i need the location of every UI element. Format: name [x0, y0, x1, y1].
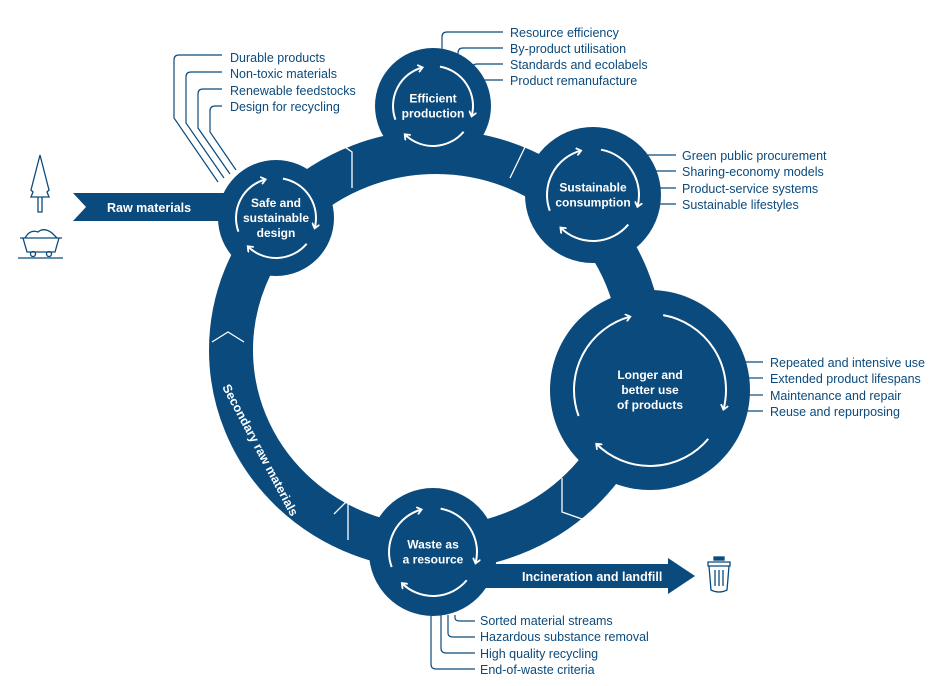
raw-materials-label: Raw materials	[107, 201, 191, 215]
node-item-label: Sorted material streams	[480, 614, 613, 628]
node-item-label: End-of-waste criteria	[480, 663, 595, 677]
node-item-label: Green public procurement	[682, 149, 827, 163]
cycle-arrow-icon	[573, 317, 630, 417]
cycle-arrow-icon	[282, 177, 316, 229]
node-item-label: Maintenance and repair	[770, 389, 901, 403]
node-title-line: consumption	[555, 196, 630, 210]
raw-materials-arrow: Raw materials	[73, 193, 232, 221]
node-item-label: Repeated and intensive use	[770, 356, 925, 370]
cycle-arrow-icon	[405, 131, 465, 147]
mine-cart-icon	[18, 229, 63, 259]
cycle-arrow-icon	[440, 507, 477, 564]
node-waste: Waste asa resource	[369, 488, 497, 616]
node-item-label: Durable products	[230, 51, 325, 65]
cycle-arrow-icon	[248, 243, 308, 259]
node-item-label: Design for recycling	[230, 100, 340, 114]
cycle-arrow-icon	[388, 509, 422, 568]
node-item-label: Renewable feedstocks	[230, 84, 356, 98]
node-title-line: sustainable	[243, 211, 309, 225]
trash-bin-icon	[707, 556, 731, 593]
node-title-line: Sustainable	[559, 181, 627, 195]
node-item-label: Resource efficiency	[510, 26, 620, 40]
cycle-arrow-icon	[546, 151, 581, 212]
cycle-arrow-icon	[596, 438, 709, 467]
node-title-line: production	[402, 107, 465, 121]
node-item-label: Hazardous substance removal	[480, 630, 649, 644]
node-item-label: Non-toxic materials	[230, 67, 337, 81]
cycle-arrow-icon	[402, 579, 468, 597]
node-title-line: Safe and	[251, 196, 301, 210]
incineration-label: Incineration and landfill	[522, 570, 662, 584]
node-circle	[525, 127, 661, 263]
node-title-line: of products	[617, 398, 683, 412]
cycle-arrow-icon	[392, 67, 423, 121]
node-circle	[550, 290, 750, 490]
node-item-label: High quality recycling	[480, 647, 598, 661]
cycle-arrow-icon	[439, 65, 473, 117]
node-item-label: Sustainable lifestyles	[682, 198, 799, 212]
node-title-line: design	[257, 226, 296, 240]
node-item-label: Reuse and repurposing	[770, 405, 900, 419]
incineration-arrow: Incineration and landfill	[460, 558, 695, 594]
node-title-line: Efficient	[409, 92, 456, 106]
node-title-line: better use	[621, 383, 679, 397]
node-item-label: Sharing-economy models	[682, 165, 824, 179]
node-item-label: Standards and ecolabels	[510, 58, 648, 72]
node-title-line: Longer and	[617, 368, 682, 382]
tree-icon	[30, 154, 50, 213]
node-item-label: Product-service systems	[682, 182, 818, 196]
node-item-label: Extended product lifespans	[770, 372, 921, 386]
node-item-label: Product remanufacture	[510, 74, 637, 88]
cycle-arrow-icon	[235, 179, 266, 233]
cycle-arrow-icon	[663, 314, 726, 410]
cycle-arrow-icon	[560, 223, 630, 242]
node-item-label: By-product utilisation	[510, 42, 626, 56]
node-title-line: a resource	[403, 553, 464, 567]
node-title-line: Waste as	[407, 538, 459, 552]
cycle-arrow-icon	[600, 148, 639, 207]
ring-dividers	[211, 111, 669, 540]
